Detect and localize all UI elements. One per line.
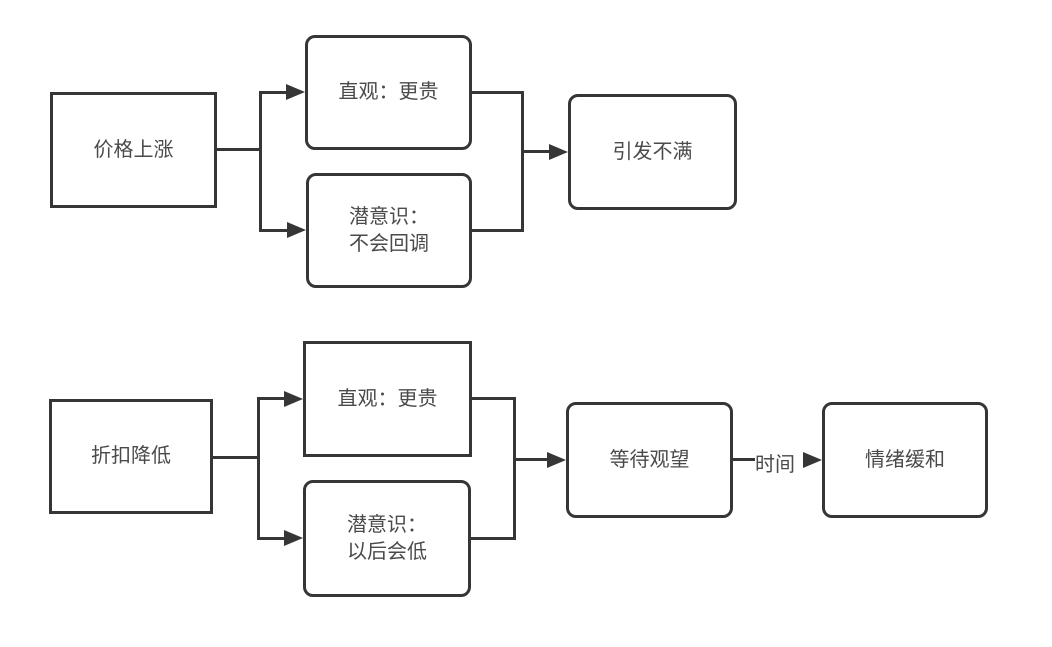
node-subconscious-no-pullback: 潜意识： 不会回调 xyxy=(306,173,472,288)
node-wait-and-see-label: 等待观望 xyxy=(609,448,690,471)
arrowhead-icon xyxy=(286,84,305,100)
connector-bottom-merge-vertical xyxy=(513,397,516,540)
connector-bottom-intuition-out xyxy=(472,397,516,400)
node-intuition-more-expensive-bottom: 直观：更贵 xyxy=(303,341,472,457)
connector-bottom-source-out xyxy=(213,456,260,459)
edge-label-time: 时间 xyxy=(755,448,795,477)
arrowhead-icon xyxy=(287,222,306,238)
node-discount-decrease-label: 折扣降低 xyxy=(91,445,171,467)
node-discount-decrease: 折扣降低 xyxy=(49,399,213,514)
node-intuition-bottom-label: 直观：更贵 xyxy=(337,387,438,410)
connector-top-source-out xyxy=(217,148,262,151)
node-subconscious-top-label: 潜意识： 不会回调 xyxy=(349,205,429,255)
connector-bottom-subconscious-out xyxy=(471,537,516,540)
connector-top-to-subconscious xyxy=(259,229,288,232)
arrowhead-icon xyxy=(284,391,303,407)
connector-top-intuition-out xyxy=(472,91,524,94)
arrowhead-icon xyxy=(547,452,566,468)
node-dissatisfaction: 引发不满 xyxy=(568,94,737,210)
node-emotion-ease-label: 情绪缓和 xyxy=(865,448,945,471)
connector-top-subconscious-out xyxy=(472,229,524,232)
node-dissatisfaction-label: 引发不满 xyxy=(612,140,693,163)
arrowhead-icon xyxy=(284,530,303,546)
node-subconscious-lower-later: 潜意识： 以后会低 xyxy=(303,480,471,597)
node-price-increase: 价格上涨 xyxy=(50,92,217,208)
connector-top-branch-vertical xyxy=(259,91,262,232)
node-price-increase-label: 价格上涨 xyxy=(93,138,174,161)
connector-top-to-intuition xyxy=(259,91,288,94)
node-subconscious-bottom-label: 潜意识： 以后会低 xyxy=(347,513,427,563)
node-wait-and-see: 等待观望 xyxy=(566,402,733,518)
connector-bottom-to-wait xyxy=(513,458,547,461)
node-emotion-ease: 情绪缓和 xyxy=(822,402,988,518)
connector-top-merge-vertical xyxy=(521,91,524,232)
arrowhead-icon xyxy=(549,144,568,160)
connector-bottom-branch-vertical xyxy=(257,397,260,540)
node-intuition-top-label: 直观：更贵 xyxy=(338,81,439,103)
node-intuition-more-expensive-top: 直观：更贵 xyxy=(305,35,472,150)
connector-top-to-result xyxy=(521,150,551,153)
arrowhead-icon xyxy=(803,452,822,468)
connector-bottom-to-intuition xyxy=(257,397,285,400)
connector-wait-out xyxy=(733,458,755,461)
connector-bottom-to-subconscious xyxy=(257,537,285,540)
